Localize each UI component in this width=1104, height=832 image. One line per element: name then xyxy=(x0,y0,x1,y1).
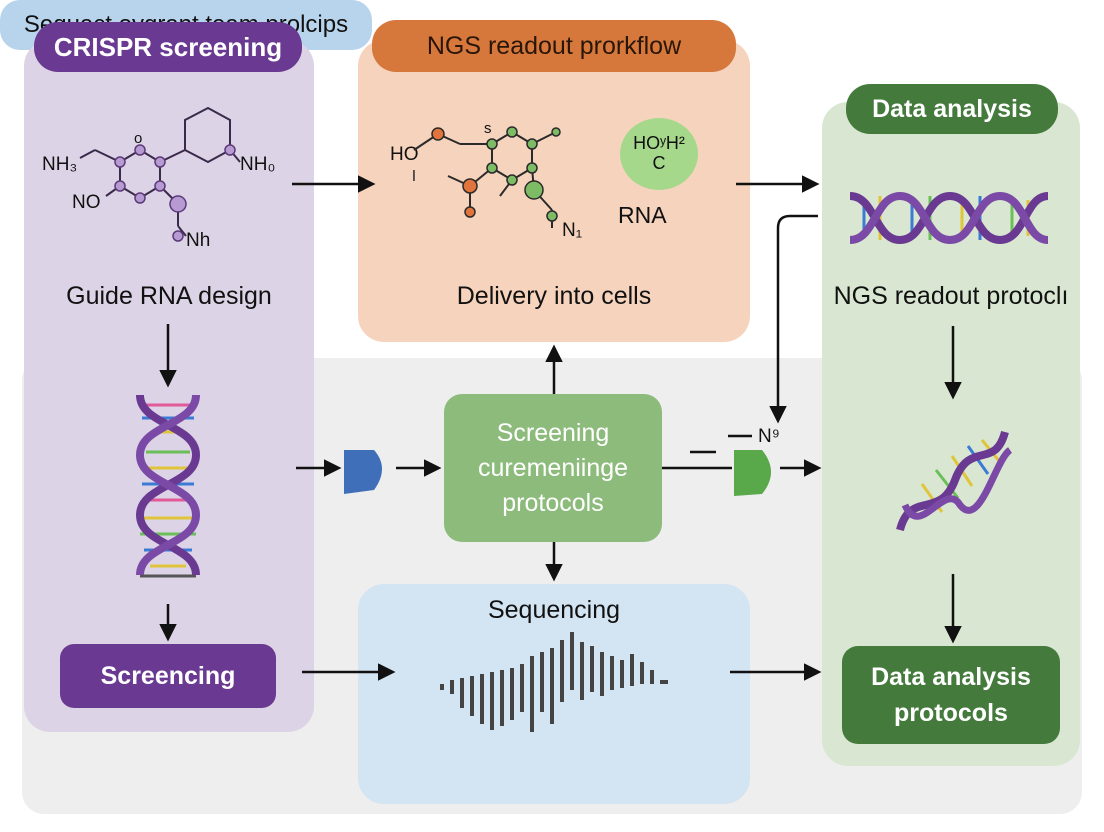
screening-line-3: protocols xyxy=(502,488,604,517)
data-protocols-line-2: protocols xyxy=(894,699,1008,727)
screening-line-2: curemeniinge xyxy=(477,453,629,482)
ngs-workflow-header: NGS readout prorkflow xyxy=(372,20,736,72)
compound-line-1: HOʸH² xyxy=(633,133,685,154)
compound-circle: HOʸH² C xyxy=(620,118,698,190)
ho-label: HO xyxy=(390,144,419,165)
no-label: NO xyxy=(72,192,101,213)
dna-helix-icon xyxy=(135,394,201,578)
s-label: s xyxy=(484,120,492,137)
delivery-label: Delivery into cells xyxy=(456,282,652,310)
screencing-button[interactable]: Screencing xyxy=(60,644,276,708)
nh-label: Nh xyxy=(186,230,211,251)
tick-label: ǀ xyxy=(412,168,416,185)
molecule-icon xyxy=(79,106,241,242)
ngs-protocol-label: NGS readout protoclı xyxy=(833,282,1069,310)
n9-label: N⁹ xyxy=(758,426,780,447)
data-protocols-line-1: Data analysis xyxy=(871,662,1031,691)
screening-line-1: Screening xyxy=(496,418,610,447)
screening-protocols-box[interactable]: Screening curemeniinge protocols xyxy=(444,394,662,542)
o-label: o xyxy=(134,130,143,147)
crispr-screening-header: CRISPR screening xyxy=(34,22,302,72)
dna-helix-icon xyxy=(896,430,1013,532)
ngs-workflow-panel xyxy=(358,40,750,342)
nh3-label: NH₃ xyxy=(42,154,78,175)
nh0-label: NH₀ xyxy=(240,154,276,175)
compound-line-2: C xyxy=(652,153,666,173)
green-gate-shape xyxy=(734,450,771,496)
sequencing-label: Sequencing xyxy=(487,596,621,624)
data-analysis-protocols-button[interactable]: Data analysis protocols xyxy=(842,646,1060,744)
arrow-icon xyxy=(159,175,962,681)
n1-label: N₁ xyxy=(562,220,583,241)
dna-helix-icon xyxy=(849,191,1049,245)
waveform-icon xyxy=(440,632,668,732)
guide-rna-label: Guide RNA design xyxy=(66,282,272,310)
connector-lines xyxy=(662,434,752,470)
rna-label: RNA xyxy=(618,202,667,228)
molecule-icon xyxy=(413,126,561,228)
blue-gate-shape xyxy=(344,450,382,494)
data-analysis-header: Data analysis xyxy=(846,84,1058,134)
